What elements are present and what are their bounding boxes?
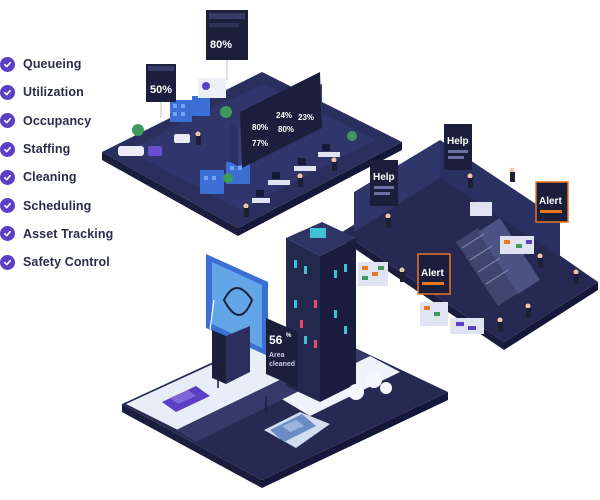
tower-billboard-unit: % xyxy=(286,333,292,339)
tower-billboard-value: 56 xyxy=(269,333,283,347)
feature-item-staffing: Staffing xyxy=(0,135,130,163)
office-platform: 50% 80% 80% 24% 77% 80% 23% xyxy=(102,10,402,236)
store-alert-sign-2: Alert xyxy=(421,268,444,279)
feature-item-queueing: Queueing xyxy=(0,50,130,78)
check-circle-icon xyxy=(0,169,15,185)
feature-item-cleaning: Cleaning xyxy=(0,163,130,191)
feature-item-occupancy: Occupancy xyxy=(0,107,130,135)
feature-item-asset-tracking: Asset Tracking xyxy=(0,220,130,248)
feature-label: Asset Tracking xyxy=(23,226,114,241)
check-circle-icon xyxy=(0,226,15,242)
tower-billboard-caption-2: cleaned xyxy=(269,361,295,368)
store-help-sign-2: Help xyxy=(447,136,469,147)
check-circle-icon xyxy=(0,141,15,157)
tower-billboard-caption-1: Area xyxy=(269,352,285,359)
store-platform: Help Help Alert Alert xyxy=(342,124,598,350)
check-circle-icon xyxy=(0,84,15,100)
office-sign-top-value: 80% xyxy=(210,39,232,51)
feature-label: Scheduling xyxy=(23,198,92,213)
store-alert-sign-1: Alert xyxy=(539,196,562,207)
feature-label: Queueing xyxy=(23,57,82,72)
feature-list: Queueing Utilization Occupancy Staffing … xyxy=(0,50,130,276)
office-dashboard-value-3: 77% xyxy=(252,139,268,148)
check-circle-icon xyxy=(0,198,15,214)
office-dashboard-value-5: 23% xyxy=(298,113,314,122)
feature-label: Occupancy xyxy=(23,113,92,128)
office-dashboard-value-4: 80% xyxy=(278,125,294,134)
feature-item-safety-control: Safety Control xyxy=(0,248,130,276)
office-sign-left-value: 50% xyxy=(150,84,172,96)
feature-label: Staffing xyxy=(23,142,71,157)
feature-label: Cleaning xyxy=(23,170,77,185)
office-dashboard-value-1: 80% xyxy=(252,123,268,132)
office-dashboard-value-2: 24% xyxy=(276,111,292,120)
feature-item-utilization: Utilization xyxy=(0,78,130,106)
tower-platform: 56 % Area cleaned xyxy=(122,222,448,488)
check-circle-icon xyxy=(0,254,15,270)
feature-label: Utilization xyxy=(23,85,84,100)
check-circle-icon xyxy=(0,56,15,72)
check-circle-icon xyxy=(0,113,15,129)
feature-label: Safety Control xyxy=(23,255,110,270)
store-help-sign-1: Help xyxy=(373,172,395,183)
feature-item-scheduling: Scheduling xyxy=(0,191,130,219)
